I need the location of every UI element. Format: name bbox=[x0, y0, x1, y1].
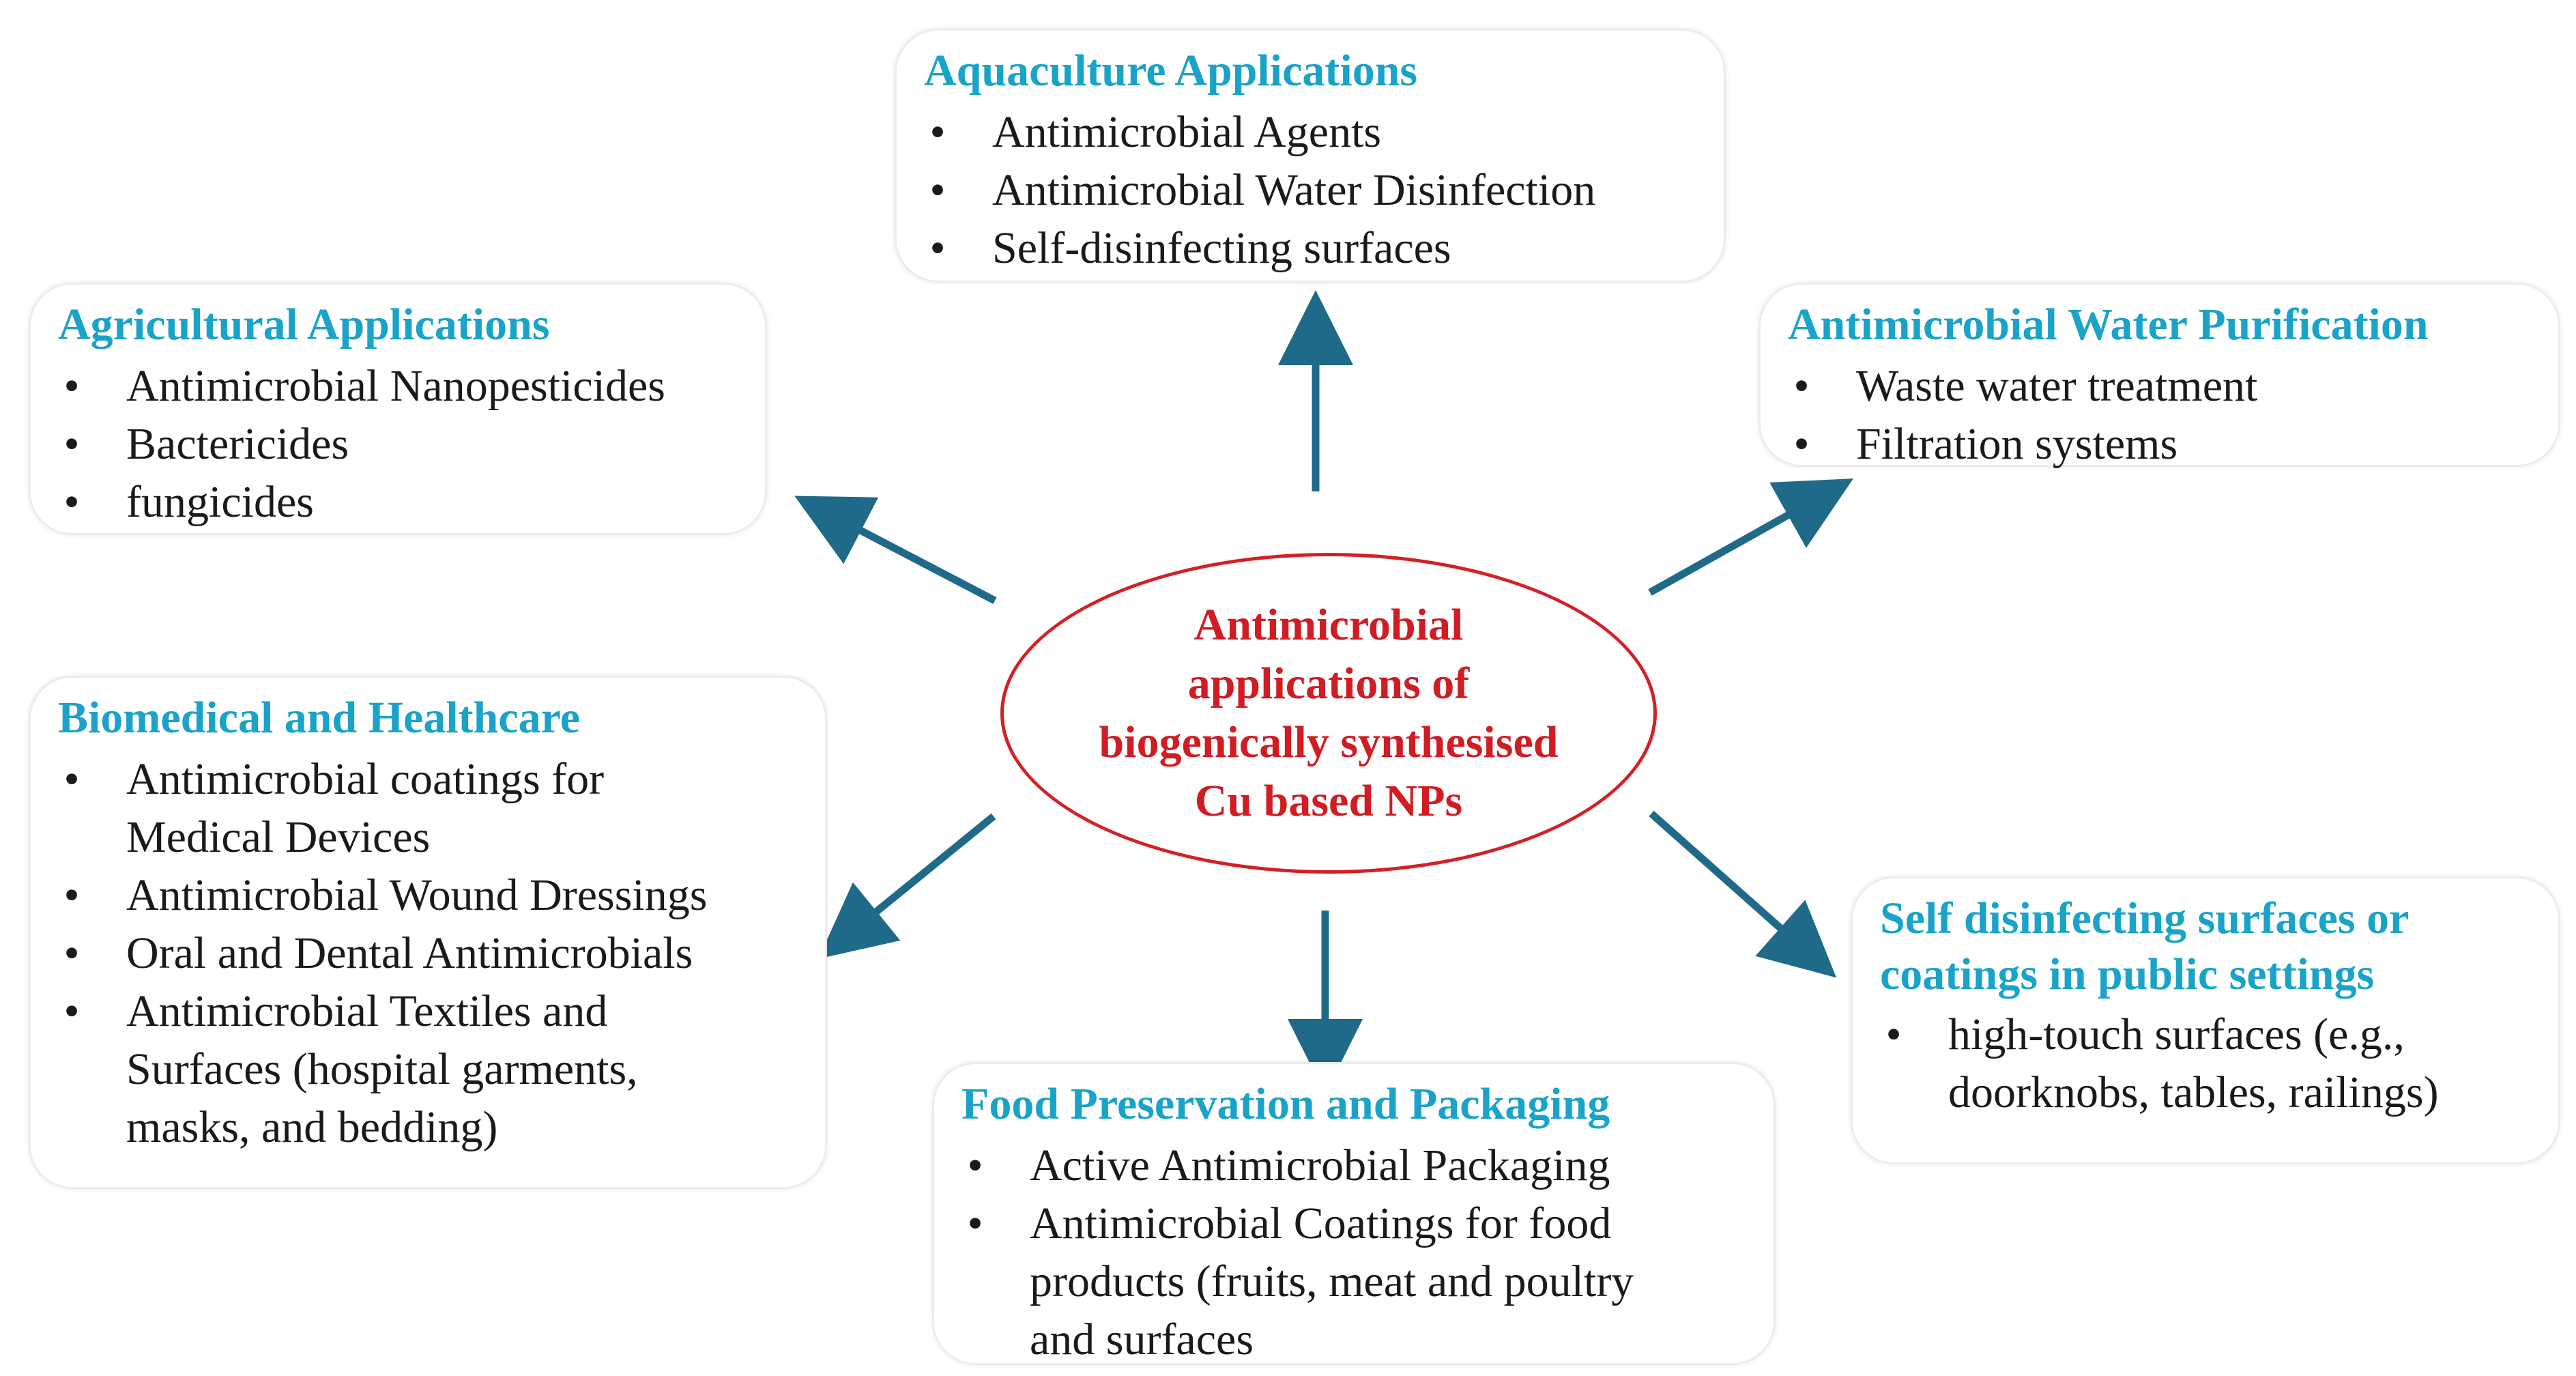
water-purification-box: Antimicrobial Water Purification •Waste … bbox=[1759, 283, 2560, 469]
biomedical-list: • Antimicrobial coatings for Medical Dev… bbox=[58, 750, 798, 1156]
list-item: •Antimicrobial Water Disinfection bbox=[924, 161, 1696, 219]
bullet-icon: • bbox=[929, 165, 946, 215]
bullet-icon: • bbox=[63, 928, 80, 978]
bullet-icon: • bbox=[1793, 419, 1810, 469]
center-line-3: biogenically synthesised bbox=[1099, 717, 1559, 767]
list-item-continuation: Medical Devices bbox=[126, 812, 431, 862]
list-item: •Waste water treatment bbox=[1788, 357, 2531, 415]
aquaculture-box: Aquaculture Applications •Antimicrobial … bbox=[895, 29, 1726, 283]
list-item: •fungicides bbox=[58, 473, 738, 531]
center-line-4: Cu based NPs bbox=[1194, 776, 1463, 826]
arrow-to-biomedical bbox=[818, 813, 996, 959]
bullet-icon: • bbox=[1885, 1009, 1902, 1059]
self-disinfecting-box: Self disinfecting surfaces or coatings i… bbox=[1851, 876, 2560, 1164]
bullet-icon: • bbox=[929, 107, 946, 157]
bullet-icon: • bbox=[63, 477, 80, 527]
list-item: •Oral and Dental Antimicrobials bbox=[58, 924, 798, 982]
arrow-to-agricultural bbox=[794, 496, 997, 604]
center-line-1: Antimicrobial bbox=[1193, 600, 1464, 650]
bullet-icon: • bbox=[967, 1199, 983, 1248]
list-item: • Antimicrobial coatings for bbox=[58, 750, 798, 808]
biomedical-title: Biomedical and Healthcare bbox=[58, 693, 581, 743]
list-item: •Antimicrobial Agents bbox=[924, 103, 1696, 161]
list-item-continuation: Surfaces (hospital garments, bbox=[126, 1044, 638, 1094]
aquaculture-list: •Antimicrobial Agents •Antimicrobial Wat… bbox=[924, 103, 1696, 277]
bullet-icon: • bbox=[63, 986, 80, 1036]
water-purification-list: •Waste water treatment •Filtration syste… bbox=[1788, 357, 2531, 473]
bullet-icon: • bbox=[1793, 361, 1810, 411]
agricultural-box: Agricultural Applications •Antimicrobial… bbox=[29, 283, 767, 535]
list-item: •Antimicrobial Nanopesticides bbox=[58, 357, 738, 415]
bullet-icon: • bbox=[967, 1141, 983, 1190]
arrow-to-water-purification bbox=[1648, 478, 1853, 596]
bullet-icon: • bbox=[929, 223, 946, 273]
biomedical-box: Biomedical and Healthcare • Antimicrobia… bbox=[29, 676, 827, 1189]
list-item: •Antimicrobial Textiles and bbox=[58, 982, 798, 1040]
self-disinfecting-title: Self disinfecting surfaces or coatings i… bbox=[1880, 891, 2531, 1003]
self-disinfecting-title-line1: Self disinfecting surfaces or bbox=[1880, 893, 2409, 943]
list-item-continuation: doorknobs, tables, railings) bbox=[1948, 1067, 2439, 1117]
list-item-continuation: products (fruits, meat and poultry bbox=[1030, 1257, 1634, 1306]
water-purification-title: Antimicrobial Water Purification bbox=[1788, 300, 2429, 349]
aquaculture-title: Aquaculture Applications bbox=[924, 46, 1418, 96]
list-item: •Antimicrobial Coatings for food bbox=[961, 1194, 1746, 1252]
bullet-icon: • bbox=[63, 754, 80, 804]
list-item-continuation: masks, and bedding) bbox=[126, 1102, 498, 1152]
food-list: •Active Antimicrobial Packaging •Antimic… bbox=[961, 1136, 1746, 1368]
bullet-icon: • bbox=[63, 361, 80, 411]
center-oval: Antimicrobial applications of biogenical… bbox=[1000, 553, 1657, 874]
bullet-icon: • bbox=[63, 419, 80, 469]
center-line-2: applications of bbox=[1187, 659, 1470, 708]
self-disinfecting-list: •high-touch surfaces (e.g., doorknobs, t… bbox=[1880, 1005, 2531, 1121]
food-title: Food Preservation and Packaging bbox=[961, 1079, 1610, 1129]
agricultural-list: •Antimicrobial Nanopesticides •Bacterici… bbox=[58, 357, 738, 531]
list-item: • Self-disinfecting surfaces bbox=[924, 219, 1696, 277]
self-disinfecting-title-line2: coatings in public settings bbox=[1880, 949, 2375, 999]
list-item: •Bactericides bbox=[58, 415, 738, 473]
list-item: •Active Antimicrobial Packaging bbox=[961, 1136, 1746, 1194]
list-item: •high-touch surfaces (e.g., bbox=[1880, 1005, 2531, 1063]
list-item: •Filtration systems bbox=[1788, 415, 2531, 473]
list-item-continuation: and surfaces bbox=[1030, 1315, 1254, 1364]
agricultural-title: Agricultural Applications bbox=[58, 300, 550, 349]
list-item: •Antimicrobial Wound Dressings bbox=[58, 866, 798, 924]
bullet-icon: • bbox=[63, 870, 80, 920]
food-box: Food Preservation and Packaging •Active … bbox=[932, 1062, 1776, 1365]
arrow-to-self-disinfecting bbox=[1649, 810, 1837, 978]
